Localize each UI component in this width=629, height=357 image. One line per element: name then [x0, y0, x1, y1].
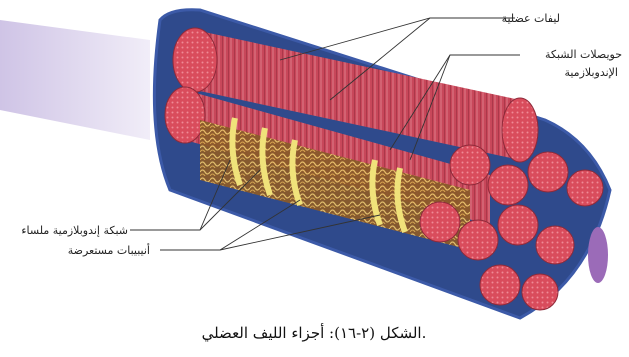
figure-caption: الشكل (٢-١٦): أجزاء الليف العضلي.: [202, 323, 427, 342]
label-smooth-er: شبكة إندوبلازمية ملساء: [21, 224, 128, 237]
myofibril-end: [173, 28, 217, 92]
label-terminal-cisternae-1: حويصلات الشبكة: [545, 48, 622, 61]
label-terminal-cisternae-2: الإندوبلازمية: [564, 66, 618, 79]
myofibril-end: [165, 87, 205, 143]
myofibril-end: [502, 98, 538, 162]
label-myofibrils: ليفات عضلية: [502, 12, 560, 25]
nucleus: [588, 227, 608, 283]
label-t-tubules: أنيبيبات مستعرضة: [68, 243, 150, 257]
left-sleeve: [0, 20, 150, 140]
